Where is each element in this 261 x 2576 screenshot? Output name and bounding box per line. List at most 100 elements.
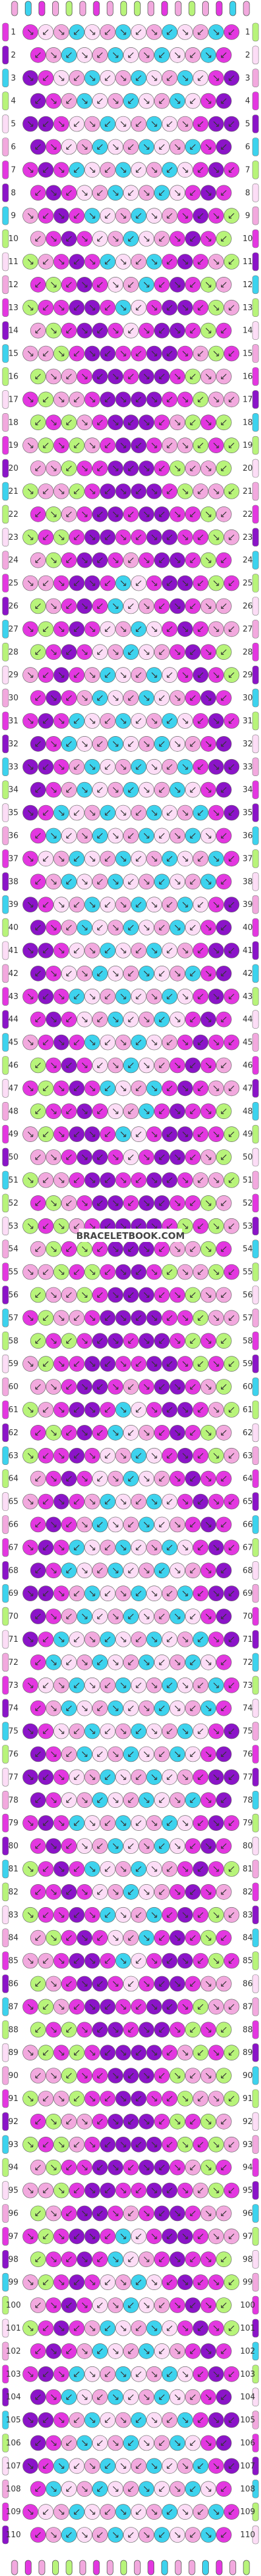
- knot-arrow-icon: [135, 672, 141, 678]
- string-end: [52, 1, 59, 16]
- knot-arrow-icon: [151, 1315, 157, 1321]
- knot-arrow-icon: [27, 718, 33, 724]
- knot-arrow-icon: [58, 351, 64, 357]
- knot-arrow-icon: [151, 1177, 157, 1183]
- knot-arrow-icon: [166, 855, 172, 861]
- row-number-right: 36: [243, 831, 253, 840]
- knot-arrow-icon: [27, 580, 33, 586]
- knot-arrow-icon: [182, 213, 188, 219]
- knot-arrow-icon: [221, 833, 227, 839]
- edge-string-right: [252, 1836, 259, 1856]
- knot-arrow-icon: [128, 144, 134, 150]
- edge-string-left: [2, 872, 9, 891]
- knot-arrow-icon: [190, 741, 196, 747]
- knot-arrow-icon: [35, 695, 41, 701]
- knot-arrow-icon: [135, 29, 141, 35]
- knot-arrow-icon: [182, 121, 188, 127]
- knot-arrow-icon: [73, 1040, 80, 1046]
- knot-arrow-icon: [151, 488, 157, 494]
- edge-string-right: [252, 1309, 259, 1327]
- knot-arrow-icon: [159, 1063, 165, 1069]
- row-number-right: 30: [243, 694, 253, 703]
- knot-arrow-icon: [143, 1246, 149, 1252]
- row-number-right: 92: [243, 2117, 253, 2126]
- row-number-left: 82: [8, 1888, 19, 1897]
- knot-arrow-icon: [151, 305, 157, 311]
- knot-arrow-icon: [27, 1315, 33, 1321]
- knot-arrow-icon: [89, 855, 95, 861]
- edge-string-right: [252, 688, 259, 708]
- knot-arrow-icon: [166, 626, 172, 632]
- knot-arrow-icon: [97, 1292, 103, 1298]
- knot-arrow-icon: [50, 833, 56, 839]
- knot-arrow-icon: [112, 695, 118, 701]
- knot-arrow-icon: [128, 971, 134, 977]
- knot-arrow-icon: [73, 672, 80, 678]
- edge-string-left: [2, 390, 9, 409]
- knot-arrow-icon: [42, 1085, 49, 1091]
- knot-arrow-icon: [73, 442, 80, 448]
- knot-arrow-icon: [135, 1223, 141, 1229]
- edge-string-right: [252, 436, 259, 455]
- knot-arrow-icon: [135, 580, 141, 586]
- row-number-right: 15: [243, 350, 253, 359]
- edge-string-left: [2, 138, 9, 156]
- edge-string-left: [2, 1332, 9, 1350]
- knot-arrow-icon: [213, 259, 219, 265]
- edge-string-right: [252, 206, 259, 225]
- knot-arrow-icon: [143, 511, 149, 517]
- edge-string-right: [252, 229, 259, 248]
- edge-string-right: [252, 620, 259, 639]
- knot-arrow-icon: [120, 351, 126, 357]
- knot-arrow-icon: [81, 1108, 87, 1114]
- knot-arrow-icon: [221, 925, 227, 931]
- knot-arrow-icon: [42, 1223, 49, 1229]
- knot-arrow-icon: [174, 557, 180, 563]
- row-number-right: 72: [243, 1658, 253, 1667]
- edge-string-right: [252, 1446, 259, 1466]
- knot-arrow-icon: [228, 442, 234, 448]
- knot-arrow-icon: [228, 396, 234, 402]
- knot-arrow-icon: [221, 52, 227, 58]
- knot-arrow-icon: [58, 1223, 64, 1229]
- knot-arrow-icon: [190, 98, 196, 104]
- knot-arrow-icon: [66, 925, 72, 931]
- edge-string-left: [2, 1193, 9, 1213]
- edge-string-right: [252, 941, 259, 960]
- knot-arrow-icon: [151, 1131, 157, 1137]
- edge-string-right: [252, 574, 259, 593]
- knot-arrow-icon: [112, 925, 118, 931]
- knot-arrow-icon: [50, 603, 56, 609]
- knot-arrow-icon: [174, 328, 180, 334]
- edge-string-left: [2, 161, 9, 179]
- knot-arrow-icon: [213, 305, 219, 311]
- edge-string-right: [252, 1170, 259, 1190]
- string-end: [93, 1, 100, 16]
- row-number-right: 70: [243, 1612, 253, 1621]
- edge-string-right: [252, 987, 259, 1006]
- knot-arrow-icon: [205, 190, 211, 196]
- knot-arrow-icon: [174, 1246, 180, 1252]
- knot-arrow-icon: [213, 396, 219, 402]
- knot-arrow-icon: [221, 1246, 227, 1252]
- knot-arrow-icon: [205, 1246, 211, 1252]
- knot-arrow-icon: [159, 1154, 165, 1160]
- row-number-right: 38: [243, 877, 253, 886]
- knot-arrow-icon: [35, 465, 41, 471]
- edge-string-left: [2, 1033, 9, 1052]
- knot-arrow-icon: [112, 52, 118, 58]
- knot-arrow-icon: [182, 580, 188, 586]
- knot-arrow-icon: [73, 1223, 80, 1229]
- knot-arrow-icon: [35, 511, 41, 517]
- knot-arrow-icon: [143, 52, 149, 58]
- edge-string-right: [252, 964, 259, 983]
- row-number-left: 51: [8, 1176, 19, 1185]
- knot-arrow-icon: [50, 1154, 56, 1160]
- knot-arrow-icon: [213, 488, 219, 494]
- row-number-right: 107: [240, 2461, 256, 2471]
- knot-arrow-icon: [104, 29, 110, 35]
- knot-arrow-icon: [89, 1131, 95, 1137]
- knot-arrow-icon: [151, 259, 157, 265]
- knot-arrow-icon: [197, 810, 203, 816]
- edge-string-left: [2, 1928, 9, 1947]
